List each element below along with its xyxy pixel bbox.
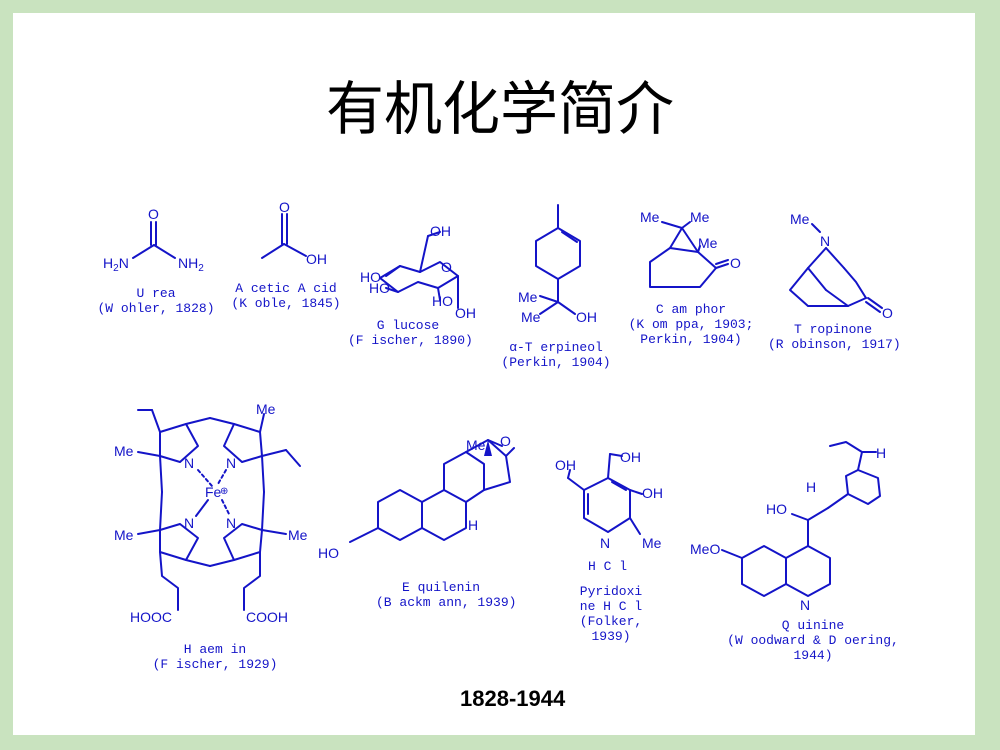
haemin-atom-cooh: COOH <box>246 609 288 625</box>
pyridoxine-atom-n: N <box>600 535 610 551</box>
haemin-atom-me-left: Me <box>114 443 134 459</box>
equilenin-structure: Me O H HO <box>318 433 515 561</box>
equilenin-atom-me: Me <box>466 437 486 453</box>
glucose-structure: OH O HO HO HO OH <box>360 223 476 321</box>
camphor-atom-me-1: Me <box>640 209 660 225</box>
quinine-atom-ho: HO <box>766 501 787 517</box>
equilenin-atom-o: O <box>500 433 511 449</box>
haemin-atom-me-right: Me <box>288 527 308 543</box>
acetic-acid-structure: O OH <box>261 199 327 267</box>
equilenin-atom-h: H <box>468 517 478 533</box>
urea-atom-nh2: NH2 <box>178 255 204 274</box>
caption-acetic-acid: A cetic A cid (K oble, 1845) <box>231 281 341 311</box>
glucose-atom-ho-1: HO <box>360 269 381 285</box>
haemin-structure: Me Me Me Me N N N N Fe ⊕ HOOC COOH <box>114 401 308 625</box>
caption-camphor: C am phor (K om ppa, 1903; Perkin, 1904) <box>628 302 754 347</box>
terpineol-atom-me-1: Me <box>518 289 538 305</box>
caption-quinine: Q uinine (W oodward & D oering, 1944) <box>727 618 899 663</box>
caption-haemin: H aem in (F ischer, 1929) <box>152 642 278 672</box>
haemin-atom-me-top: Me <box>256 401 276 417</box>
camphor-atom-o: O <box>730 255 741 271</box>
tropinone-atom-o: O <box>882 305 893 321</box>
slide <box>13 13 975 735</box>
caption-tropinone: T ropinone (R obinson, 1917) <box>768 322 901 352</box>
date-range: 1828-1944 <box>460 686 566 711</box>
pyridoxine-atom-oh-3: OH <box>642 485 663 501</box>
quinine-atom-n: N <box>800 597 810 613</box>
tropinone-structure: Me N O <box>789 211 893 321</box>
caption-equilenin: E quilenin (B ackm ann, 1939) <box>376 580 517 610</box>
glucose-atom-ho-3: HO <box>432 293 453 309</box>
urea-atom-o: O <box>148 206 159 222</box>
urea-structure: O H2N NH2 <box>103 206 204 274</box>
haemin-atom-n-4: N <box>226 515 236 531</box>
tropinone-atom-me: Me <box>790 211 810 227</box>
terpineol-atom-me-2: Me <box>521 309 541 325</box>
caption-glucose: G lucose (F ischer, 1890) <box>348 318 473 348</box>
caption-terpineol: α-T erpineol (Perkin, 1904) <box>501 340 611 370</box>
haemin-atom-n-1: N <box>184 455 194 471</box>
terpineol-atom-oh: OH <box>576 309 597 325</box>
camphor-structure: Me Me Me O <box>640 209 741 288</box>
terpineol-structure: Me Me OH <box>518 204 597 325</box>
camphor-atom-me-2: Me <box>690 209 710 225</box>
glucose-atom-oh-top: OH <box>430 223 451 239</box>
equilenin-atom-ho: HO <box>318 545 339 561</box>
caption-pyridoxine: Pyridoxi ne H C l (Folker, 1939) <box>579 584 643 644</box>
glucose-atom-ho-2: HO <box>369 280 390 296</box>
quinine-structure: H H HO MeO N <box>690 441 886 613</box>
slide-title: 有机化学简介 <box>325 75 674 143</box>
haemin-charge: ⊕ <box>220 486 228 497</box>
pyridoxine-atom-oh-1: OH <box>555 457 576 473</box>
pyridoxine-structure: OH OH OH N Me <box>555 449 663 551</box>
haemin-atom-n-2: N <box>226 455 236 471</box>
quinine-atom-meo: MeO <box>690 541 720 557</box>
haemin-atom-n-3: N <box>184 515 194 531</box>
quinine-atom-h-1: H <box>876 445 886 461</box>
camphor-atom-me-3: Me <box>698 235 718 251</box>
tropinone-atom-n: N <box>820 233 830 249</box>
glucose-atom-ring-o: O <box>441 259 452 275</box>
pyridoxine-atom-me: Me <box>642 535 662 551</box>
caption-urea: U rea (W ohler, 1828) <box>97 286 215 316</box>
haemin-atom-me-bottom-left: Me <box>114 527 134 543</box>
glucose-atom-oh-bottom: OH <box>455 305 476 321</box>
quinine-atom-h-2: H <box>806 479 816 495</box>
pyridoxine-atom-oh-2: OH <box>620 449 641 465</box>
acetic-atom-oh: OH <box>306 251 327 267</box>
urea-atom-h2n: H2N <box>103 255 129 274</box>
acetic-atom-o: O <box>279 199 290 215</box>
haemin-atom-hooc: HOOC <box>130 609 172 625</box>
haemin-atom-fe: Fe <box>205 484 222 500</box>
pyridoxine-salt: H C l <box>588 559 627 574</box>
